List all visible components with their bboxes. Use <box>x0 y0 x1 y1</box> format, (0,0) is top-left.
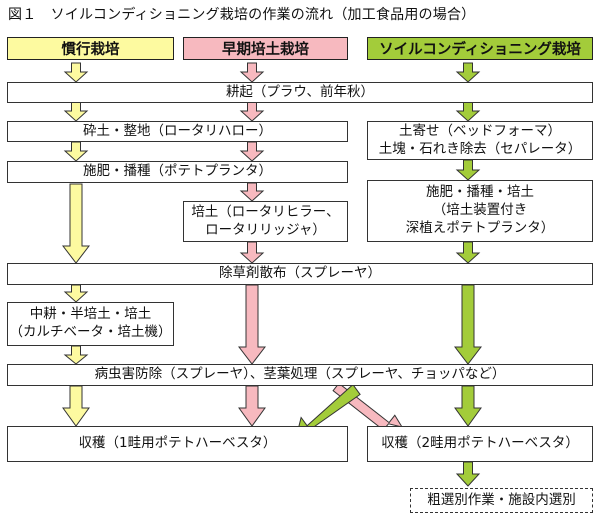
step-harvest-2row: 収穫（2畦用ポテトハーベスタ） <box>367 426 593 462</box>
arrow-sc-4 <box>455 241 481 264</box>
header-conventional: 慣行栽培 <box>7 37 174 60</box>
step-planting-sc-line3: 深植えポテトプランタ） <box>405 219 555 236</box>
arrow-early-5 <box>239 241 265 264</box>
arrow-early-3 <box>239 141 265 162</box>
step-harrowing-label: 砕土・整地（ロータリハロー） <box>83 122 272 139</box>
step-bed-forming-line2: 土塊・石れき除去（セパレータ） <box>378 140 582 157</box>
arrow-conventional-6 <box>63 345 89 365</box>
figure-title: 図１ ソイルコンディショニング栽培の作業の流れ（加工食品用の場合） <box>8 7 476 23</box>
arrow-conventional-7 <box>62 385 90 427</box>
arrow-sc-3 <box>455 159 481 181</box>
arrow-conventional-4 <box>61 183 91 264</box>
arrow-early-2 <box>239 101 265 122</box>
step-plowing: 耕起（プラウ、前年秋） <box>7 82 593 103</box>
step-planting-conventional-label: 施肥・播種（ポテトプランタ） <box>83 163 272 180</box>
step-cultivation: 中耕・半培土・培土 （カルチベータ・培土機） <box>7 302 174 346</box>
arrow-sc-7 <box>455 461 481 487</box>
step-planting-conventional: 施肥・播種（ポテトプランタ） <box>7 161 348 183</box>
arrow-sc-2 <box>455 101 481 122</box>
step-hilling-early-line1: 培土（ロータリヒラー、 <box>191 203 340 220</box>
arrow-conventional-5 <box>63 284 89 303</box>
arrow-sc-6 <box>454 385 482 427</box>
arrow-sc-1 <box>455 62 481 83</box>
step-planting-sc-line1: 施肥・播種・培土 <box>426 184 534 201</box>
step-planting-sc-line2: （培土装置付き <box>432 202 528 219</box>
step-cultivation-line1: 中耕・半培土・培土 <box>29 306 152 323</box>
arrow-early-6 <box>237 284 267 365</box>
step-hilling-early: 培土（ロータリヒラー、 ロータリリッジャ） <box>183 201 348 242</box>
arrow-early-4 <box>239 182 265 202</box>
step-harvest-2row-label: 収穫（2畦用ポテトハーベスタ） <box>381 435 579 452</box>
step-herbicide: 除草剤散布（スプレーヤ） <box>7 263 593 285</box>
step-harrowing: 砕土・整地（ロータリハロー） <box>7 121 348 142</box>
step-bed-forming: 土寄せ（ベッドフォーマ） 土塊・石れき除去（セパレータ） <box>367 121 593 160</box>
step-harvest-1row-label: 収穫（1畦用ポテトハーベスタ） <box>78 435 277 452</box>
step-planting-soil-conditioning: 施肥・播種・培土 （培土装置付き 深植えポテトプランタ） <box>367 180 593 242</box>
step-harvest-1row: 収穫（1畦用ポテトハーベスタ） <box>7 426 348 462</box>
step-sorting: 粗選別作業・施設内選別 <box>410 488 593 513</box>
arrow-conventional-2 <box>63 101 89 122</box>
arrow-conventional-1 <box>63 62 89 83</box>
arrow-early-7 <box>238 385 266 427</box>
step-plowing-label: 耕起（プラウ、前年秋） <box>225 83 375 100</box>
arrow-sc-5 <box>453 284 483 365</box>
step-pest-control-label: 病虫害防除（スプレーヤ）、茎葉処理（スプレーヤ、チョッパなど） <box>94 366 506 383</box>
step-hilling-early-line2: ロータリリッジャ） <box>205 221 326 238</box>
step-pest-control: 病虫害防除（スプレーヤ）、茎葉処理（スプレーヤ、チョッパなど） <box>7 364 593 386</box>
step-cultivation-line2: （カルチベータ・培土機） <box>9 324 172 340</box>
arrow-conventional-3 <box>63 141 89 162</box>
header-early-hilling: 早期培土栽培 <box>183 37 348 60</box>
arrow-early-1 <box>239 62 265 83</box>
header-soil-conditioning: ソイルコンディショニング栽培 <box>367 37 593 60</box>
step-bed-forming-line1: 土寄せ（ベッドフォーマ） <box>399 122 561 139</box>
step-herbicide-label: 除草剤散布（スプレーヤ） <box>219 265 381 282</box>
step-sorting-label: 粗選別作業・施設内選別 <box>427 491 576 508</box>
